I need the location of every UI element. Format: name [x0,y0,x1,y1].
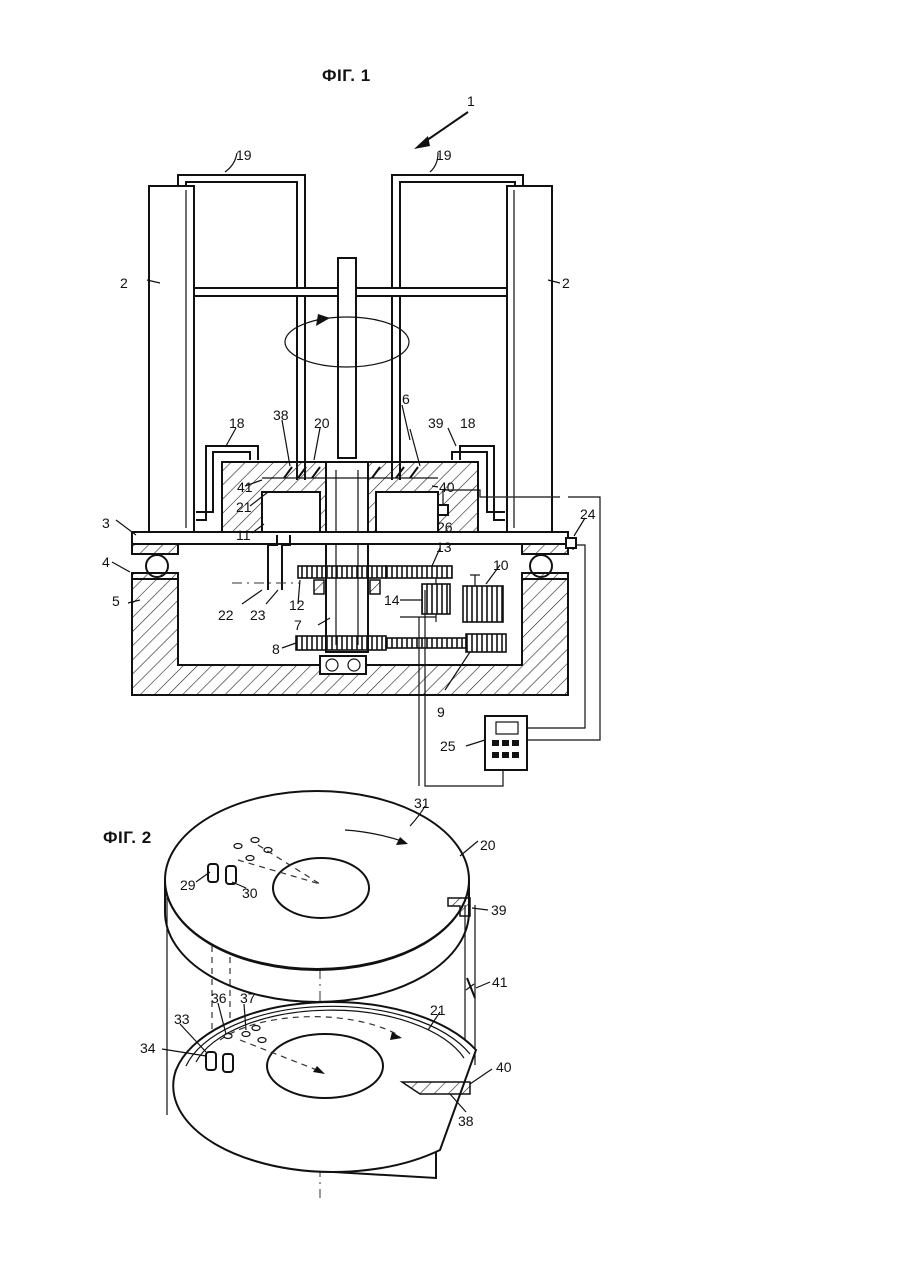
fig1-label-13: 13 [436,539,452,555]
fig2-title: ФIГ. 2 [103,828,152,848]
fig2-label-40: 40 [496,1059,512,1075]
fig2-label-38: 38 [458,1113,474,1129]
fig2-drawing: 31 20 29 30 39 41 21 36 37 33 34 40 38 [140,791,512,1198]
fig2-label-39: 39 [491,902,507,918]
fig2-label-20: 20 [480,837,496,853]
fig2-label-33: 33 [174,1011,190,1027]
fig1-label-21: 21 [236,499,252,515]
fig2-label-21: 21 [430,1002,446,1018]
fig1-title: ФIГ. 1 [322,66,371,86]
fig2-label-31: 31 [414,795,430,811]
fig1-label-11: 11 [236,527,251,543]
fig1-label-23: 23 [250,607,266,623]
fig1-label-19a: 19 [236,147,252,163]
fig1-label-22: 22 [218,607,234,623]
fig1-label-20: 20 [314,415,330,431]
fig1-label-7: 7 [294,617,302,633]
disc-20-hole [273,858,369,918]
fig1-label-41: 41 [237,479,253,495]
platform-3 [132,532,568,544]
fig1-label-12: 12 [289,597,305,613]
fig2-label-34: 34 [140,1040,156,1056]
fig1-label-1: 1 [467,93,475,109]
disc-21 [173,1002,476,1178]
fig2-label-29: 29 [180,877,196,893]
fig1-label-9: 9 [437,704,445,720]
fig2-label-41: 41 [492,974,508,990]
fig1-label-18a: 18 [229,415,245,431]
bottom-bearing [320,656,366,674]
fig1-drawing: 1 2 2 19 19 6 18 18 38 20 39 41 40 21 26… [102,93,600,786]
fig2-label-36: 36 [211,990,227,1006]
fig1-label-8: 8 [272,641,280,657]
motor-10 [463,586,503,622]
motor-14 [422,584,450,614]
fig1-label-24: 24 [580,506,596,522]
fig1-label-4: 4 [102,554,110,570]
blade-left [149,186,194,532]
fig1-label-2a: 2 [120,275,128,291]
fig1-label-18b: 18 [460,415,476,431]
fig1-label-40: 40 [439,479,455,495]
main-shaft [326,462,368,652]
fig2-label-30: 30 [242,885,258,901]
fig1-label-25: 25 [440,738,456,754]
central-mast [338,258,356,458]
gear-13 [386,566,452,578]
fig1-label-5: 5 [112,593,120,609]
fig1-label-14: 14 [384,592,400,608]
pipe-19-left [178,175,305,480]
gear-8 [296,636,386,650]
fig1-label-10: 10 [493,557,509,573]
gear-12 [298,566,386,578]
fig1-label-6: 6 [402,391,410,407]
fig1-label-19b: 19 [436,147,452,163]
disc-20 [165,791,470,1002]
gear-9 [466,634,506,652]
fig1-label-3: 3 [102,515,110,531]
fig1-label-38: 38 [273,407,289,423]
fig1-label-26: 26 [437,519,453,535]
fig1-label-39: 39 [428,415,444,431]
fig1-label-2b: 2 [562,275,570,291]
fig2-label-37: 37 [240,990,256,1006]
disc-21-hole [267,1034,383,1098]
